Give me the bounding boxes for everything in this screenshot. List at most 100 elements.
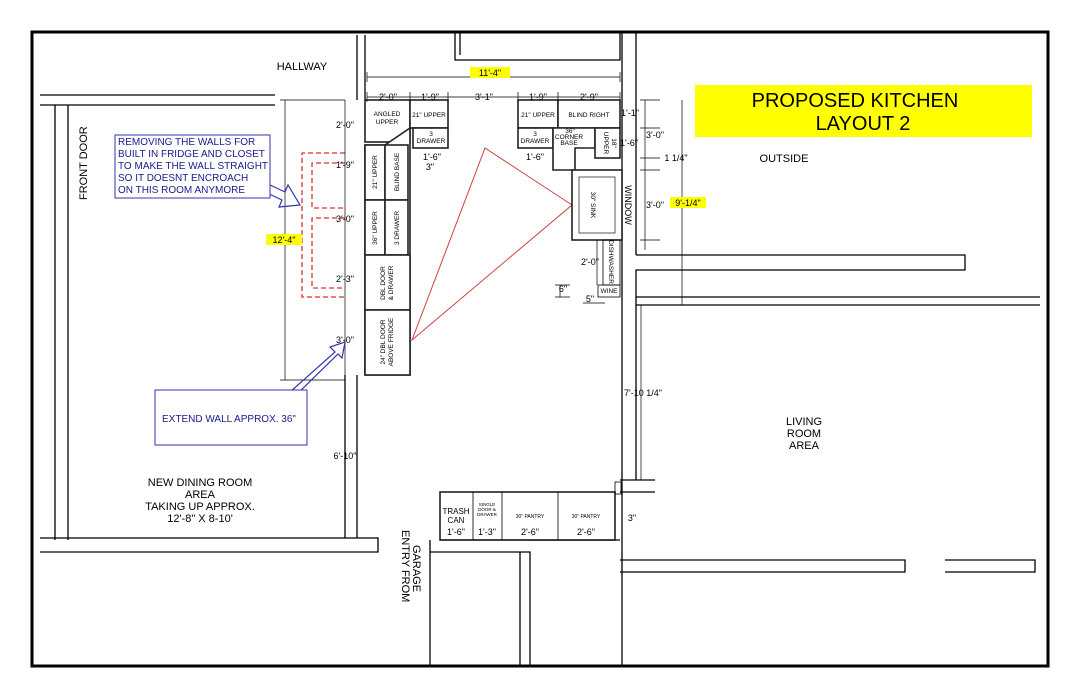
dimension-label: 1'-1"	[621, 108, 639, 118]
overall-width-highlight	[470, 67, 510, 78]
dimension-label: 7'-10 1/4"	[624, 388, 662, 398]
dimension-label: 3"	[426, 162, 434, 172]
note-text: ON THIS ROOM ANYMORE	[118, 185, 245, 196]
dimension-label: 3"	[628, 513, 636, 523]
living-label: LIVING	[786, 416, 822, 428]
note-box-extend-wall	[154, 389, 308, 446]
dimension-label: 3'-0"	[336, 335, 354, 345]
outside-label: OUTSIDE	[760, 153, 809, 165]
dining-label: AREA	[185, 489, 216, 501]
cabinet-label: 3 DRAWER	[394, 211, 401, 245]
cabinet-label: 36" UPPER	[372, 211, 379, 245]
cabinet-label: DRAWER	[521, 138, 550, 145]
dimension-label: 2'-0"	[581, 257, 599, 267]
dimension-label: 12'-4"	[273, 235, 296, 245]
cabinet-label: UPPER	[376, 119, 399, 126]
dimension-label: 2'-6"	[521, 527, 539, 537]
dimension-label: 1'-3"	[478, 527, 496, 537]
cabinet-label: BLIND RIGHT	[568, 112, 609, 119]
dimension-label: 2'-3"	[336, 274, 354, 284]
dining-label: NEW DINING ROOM	[148, 477, 253, 489]
dimension-label: 1'-6"	[526, 152, 544, 162]
dimension-label: 1 1/4"	[664, 153, 687, 163]
sink-label: 30" SINK	[589, 192, 596, 219]
note-text: TO MAKE THE WALL STRAIGHT	[118, 161, 268, 172]
title-highlight	[695, 85, 1032, 137]
note-arrows	[234, 169, 346, 397]
cabinet-label: BASE	[560, 140, 578, 147]
cabinet-label: DOOR &	[478, 507, 496, 512]
cabinet-label: 3	[533, 131, 537, 138]
left-cabinet-run	[364, 99, 449, 376]
dimension-label: 6'-10"	[334, 451, 357, 461]
dimension-label: 11'-4"	[479, 68, 501, 78]
cabinet-label: & DRAWER	[388, 265, 395, 300]
window-label: WINDOW	[623, 185, 633, 225]
note-box-remove-walls	[114, 134, 271, 199]
dimension-label: 3'-0"	[646, 200, 664, 210]
cabinet-label: ANGLED	[374, 111, 401, 118]
dimension-label: 5"	[586, 294, 594, 304]
dimension-label: 1'-9"	[529, 92, 547, 102]
cabinet-label: UPPER	[602, 132, 609, 155]
cabinet-label: DBL DOOR	[380, 266, 387, 300]
dimension-label: 1'-6"	[423, 152, 441, 162]
cabinet-label: 36"	[565, 128, 575, 135]
title-line2: LAYOUT 2	[816, 113, 911, 135]
removed-walls-outline	[301, 152, 345, 298]
cabinet-label: DRAWER	[477, 512, 498, 517]
drawing-border	[30, 30, 1050, 668]
dining-label: TAKING UP APPROX.	[145, 501, 255, 513]
note-text: BUILT IN FRIDGE AND CLOSET	[118, 149, 265, 160]
right-total-highlight	[670, 197, 706, 208]
sink-basin	[578, 176, 616, 234]
cabinet-label: 24" DBL DOOR	[380, 319, 387, 364]
pantry-run	[439, 481, 622, 541]
cabinet-label: 30" PANTRY	[516, 514, 545, 520]
dimension-label: 6"	[559, 284, 567, 294]
dimension-label: 3'-1"	[475, 92, 493, 102]
living-label: AREA	[789, 440, 820, 452]
cabinet-label: BLIND BASE	[394, 152, 401, 191]
cabinet-label: 21" UPPER	[521, 112, 555, 119]
cabinet-labels: ANGLED UPPER 21" UPPER 3 DRAWER 21" UPPE…	[372, 111, 633, 525]
cabinet-label: CORNER	[555, 134, 583, 141]
work-triangle	[410, 147, 573, 342]
dimension-labels: 11'-4" 2'-0" 1'-9" 3'-1" 1'-9" 2'-9" 1'-…	[273, 68, 701, 537]
cabinet-label: ABOVE FRIDGE	[388, 317, 395, 366]
dimension-label: 1'-6"	[620, 138, 638, 148]
dimension-label: 1'-9"	[421, 92, 439, 102]
cabinet-label: 21" UPPER	[372, 155, 379, 189]
right-cabinet-run	[517, 99, 623, 298]
note-text: EXTEND WALL APPROX. 36"	[162, 414, 296, 425]
dimension-label: 2'-0"	[379, 92, 397, 102]
hallway-label: HALLWAY	[277, 61, 328, 73]
cabinet-label: 18"	[610, 138, 617, 148]
dimension-label: 2'-6"	[577, 527, 595, 537]
cabinet-label: 21" UPPER	[412, 112, 446, 119]
living-label: ROOM	[787, 428, 821, 440]
dimension-label: 1'-9"	[336, 160, 354, 170]
cabinet-label: DRAWER	[417, 138, 446, 145]
cabinet-label: 3	[429, 131, 433, 138]
dimension-label: 3'-0"	[646, 130, 664, 140]
dining-label: 12'-8" X 8-10'	[167, 513, 233, 525]
title-line1: PROPOSED KITCHEN	[752, 90, 959, 112]
garage-entry-label: GARAGE	[410, 545, 422, 592]
note-text: REMOVING THE WALLS FOR	[118, 137, 255, 148]
dimension-label: 1'-6"	[447, 527, 465, 537]
note-text: SO IT DOESNT ENCROACH	[118, 173, 248, 184]
dimension-label: 2'-9"	[580, 92, 598, 102]
dimension-label: 2'-0"	[336, 120, 354, 130]
wine-label: WINE	[601, 288, 619, 295]
dimension-lines	[280, 72, 690, 541]
left-total-highlight	[266, 234, 302, 245]
front-door-label: FRONT DOOR	[78, 126, 90, 200]
dimension-label: 9'-1/4"	[675, 198, 700, 208]
garage-entry-label: ENTRY FROM	[399, 530, 411, 602]
dishwasher-label: DISHWASHER	[607, 240, 614, 284]
cabinet-label: 30" PANTRY	[572, 514, 601, 520]
cabinet-label: CAN	[448, 516, 465, 525]
